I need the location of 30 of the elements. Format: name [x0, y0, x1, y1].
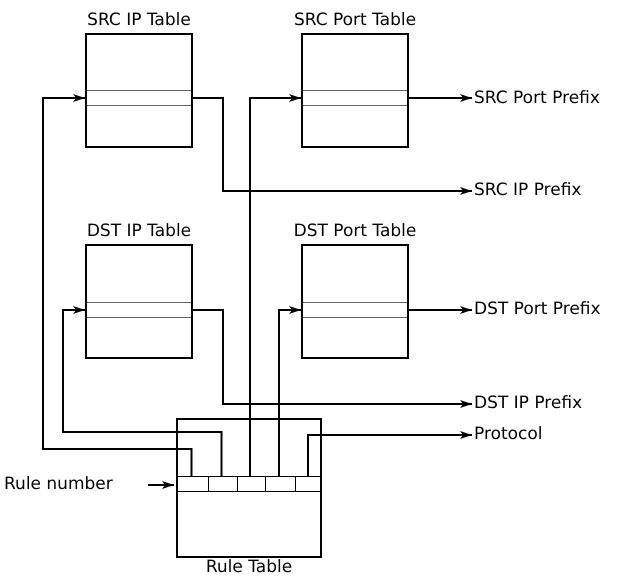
table-cell: [209, 476, 238, 492]
table-cell: [178, 476, 209, 492]
table-title: SRC Port Table: [294, 10, 416, 30]
text-label: SRC Port Prefix: [474, 88, 642, 110]
arrow: [42, 94, 192, 476]
table-title: Rule Table: [206, 557, 292, 577]
table-entry-row: [303, 302, 407, 318]
text-label: DST Port Prefix: [474, 299, 642, 321]
text-label: DST IP Prefix: [474, 393, 642, 415]
table-title: SRC IP Table: [87, 10, 191, 30]
table-entry-row: [87, 302, 191, 318]
arrow: [191, 97, 472, 195]
table-title: DST IP Table: [86, 221, 192, 241]
table-entry-row: [303, 90, 407, 106]
arrow: [407, 94, 472, 102]
table-cell: [266, 476, 296, 492]
arrow: [307, 431, 472, 476]
arrow: [407, 306, 472, 314]
arrow: [278, 306, 301, 476]
table-cell: [238, 476, 266, 492]
table-entry-row: [87, 90, 191, 106]
text-label: Protocol: [474, 424, 642, 446]
table-cell: [296, 476, 320, 492]
arrow: [62, 306, 222, 476]
arrow: [191, 309, 472, 408]
arrow: [249, 94, 301, 476]
arrow: [148, 481, 174, 489]
table-title: DST Port Table: [294, 221, 416, 241]
text-label: SRC IP Prefix: [474, 180, 642, 202]
text-label: Rule number: [4, 474, 148, 496]
